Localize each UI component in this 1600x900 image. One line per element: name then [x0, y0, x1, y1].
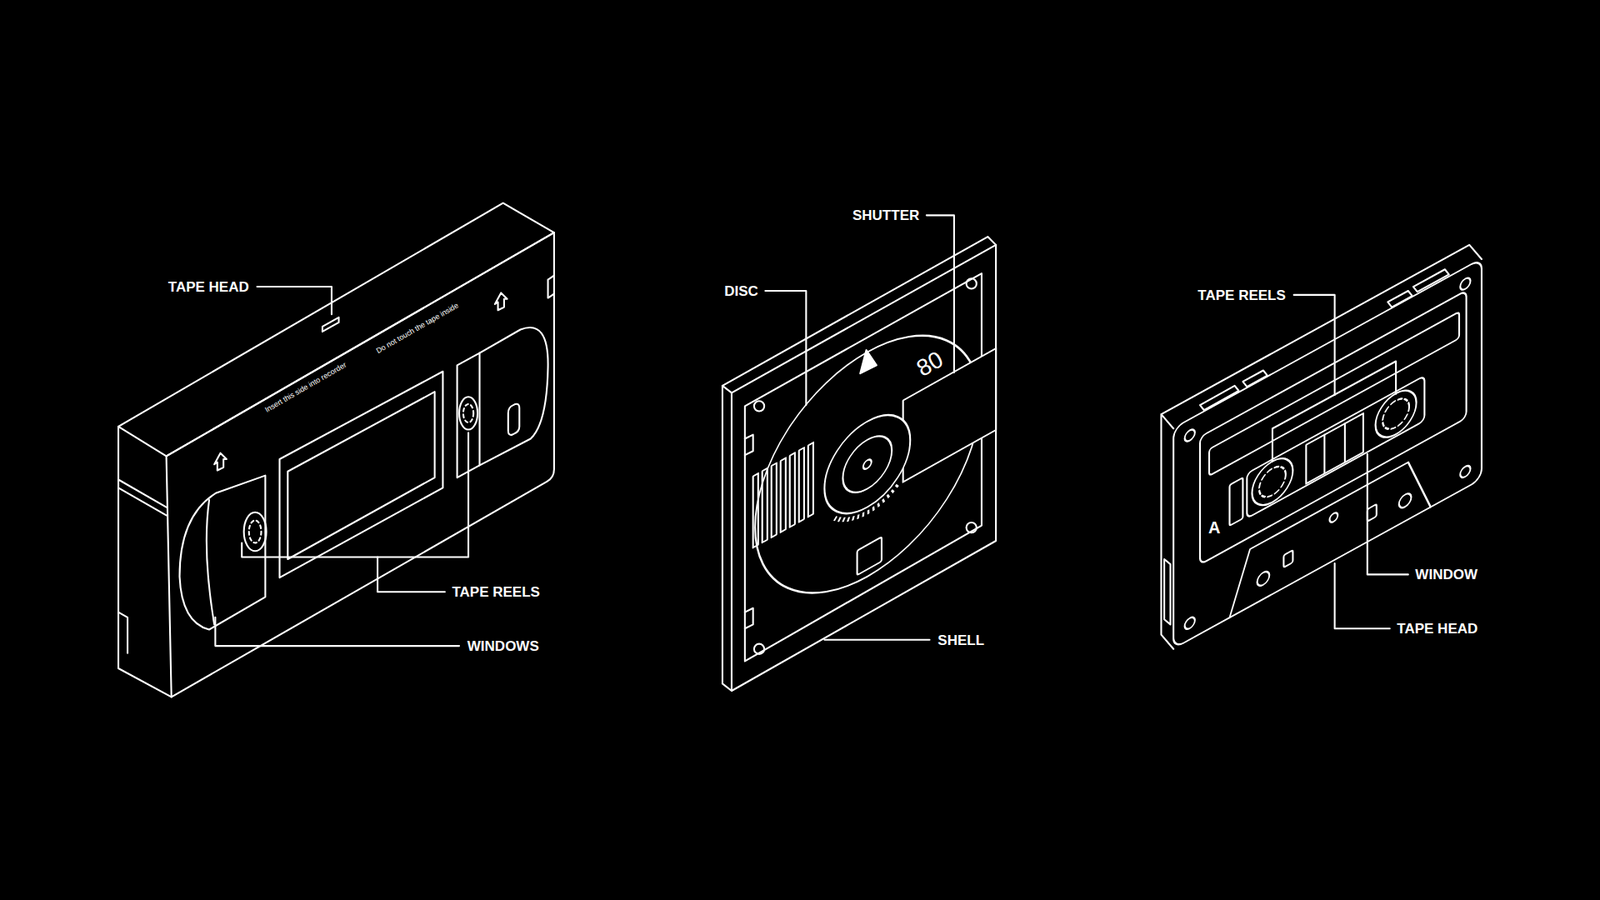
part-label: SHELL [937, 632, 985, 647]
cassette-face [1173, 258, 1482, 649]
cassette-tape [1324, 423, 1345, 474]
tape-reel [459, 396, 478, 430]
cassette-window [1246, 375, 1425, 519]
tape-reel-hub [463, 404, 474, 423]
audio-cassette [1160, 245, 1481, 650]
leader-line [241, 432, 469, 557]
part-label: SHUTTER [852, 208, 920, 223]
screw-hole [966, 278, 977, 289]
vhs-center-window [280, 371, 444, 578]
vhs-window-edge [206, 500, 215, 625]
disc-hub [824, 397, 910, 531]
minidisc-face [753, 280, 996, 641]
screw-hole [754, 400, 765, 411]
vhs-side-face [118, 426, 172, 697]
leader-line [1294, 295, 1335, 395]
tape-head-slot [322, 317, 340, 332]
cassette-side [1160, 245, 1481, 650]
vhs-cassette [118, 203, 555, 698]
vhs-label-area [480, 327, 549, 465]
vhs-slot [508, 404, 520, 435]
part-label: TAPE REELS [1197, 287, 1285, 302]
vhs-left-window [180, 475, 266, 630]
leader-line [1335, 563, 1390, 629]
part-label: TAPE HEAD [168, 280, 250, 295]
minidisc-border [745, 273, 982, 661]
arrow-symbol [495, 292, 508, 310]
leader-line [257, 286, 332, 315]
leader-line [1367, 454, 1409, 575]
vhs-top-face [118, 203, 555, 457]
leader-line [377, 557, 445, 593]
gear-teeth [835, 481, 900, 531]
cassette-shell [1173, 258, 1482, 649]
cassette-slot [1200, 385, 1240, 410]
disc [755, 289, 980, 640]
tape-reel-hub [1259, 460, 1286, 502]
write-protect [857, 536, 882, 575]
printed-note: Do not touch the tape inside [375, 301, 460, 355]
vhs-grooves [118, 480, 167, 654]
tape-reel [244, 512, 267, 552]
side-letter: A [1208, 519, 1220, 536]
leader-line [824, 639, 930, 641]
cassette-label [1200, 290, 1467, 565]
part-label: WINDOWS [467, 639, 540, 654]
screw-hole [966, 522, 977, 533]
leader-line [926, 215, 955, 373]
printed-note: Insert this side into recorder [264, 361, 349, 415]
vhs-notch [548, 275, 555, 299]
disc-hub-inner [842, 425, 892, 503]
leader-line [215, 617, 460, 646]
cassette-slot [1413, 269, 1450, 292]
part-label: WINDOW [1415, 567, 1478, 582]
minidisc [722, 215, 996, 691]
leader-line [765, 290, 806, 405]
tape-reel-hub [1382, 393, 1410, 435]
screw-hole [754, 644, 765, 655]
vhs-center-window-inner [287, 391, 435, 560]
arrow-symbol [214, 453, 227, 471]
slots [753, 442, 814, 548]
cassette-window-side [1230, 477, 1244, 526]
minidisc-notches [745, 435, 754, 630]
part-label: DISC [724, 283, 759, 298]
cassette-slot [1164, 559, 1170, 625]
capacity-number: 80 [912, 347, 947, 381]
cassette-center-window [1305, 413, 1364, 484]
tape-reel-hub [249, 520, 262, 543]
vhs-front-face [166, 232, 555, 697]
part-label: TAPE HEAD [1396, 621, 1478, 636]
disc-center [863, 458, 872, 471]
shutter [903, 348, 996, 482]
part-label: TAPE REELS [451, 585, 540, 600]
cassette-head-area [1230, 450, 1431, 618]
minidisc-edge [730, 392, 733, 691]
triangle-symbol [860, 350, 877, 374]
